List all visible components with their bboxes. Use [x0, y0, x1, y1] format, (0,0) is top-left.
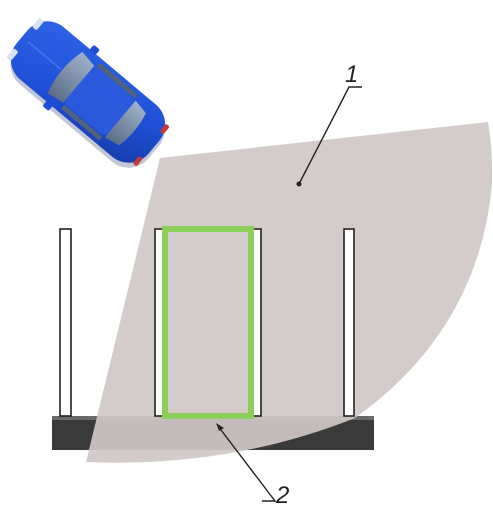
car-top-view-icon	[6, 18, 170, 168]
post-right	[343, 228, 355, 417]
callout-2-arrowhead	[216, 423, 224, 431]
coverage-zone	[86, 122, 493, 463]
callout-2-label: 2	[275, 482, 289, 509]
callout-1-label: 1	[345, 61, 358, 88]
post-left	[59, 228, 72, 417]
callout-1-leader	[298, 86, 362, 185]
callout-2-leader	[217, 425, 277, 502]
target-space-frame	[162, 226, 254, 419]
